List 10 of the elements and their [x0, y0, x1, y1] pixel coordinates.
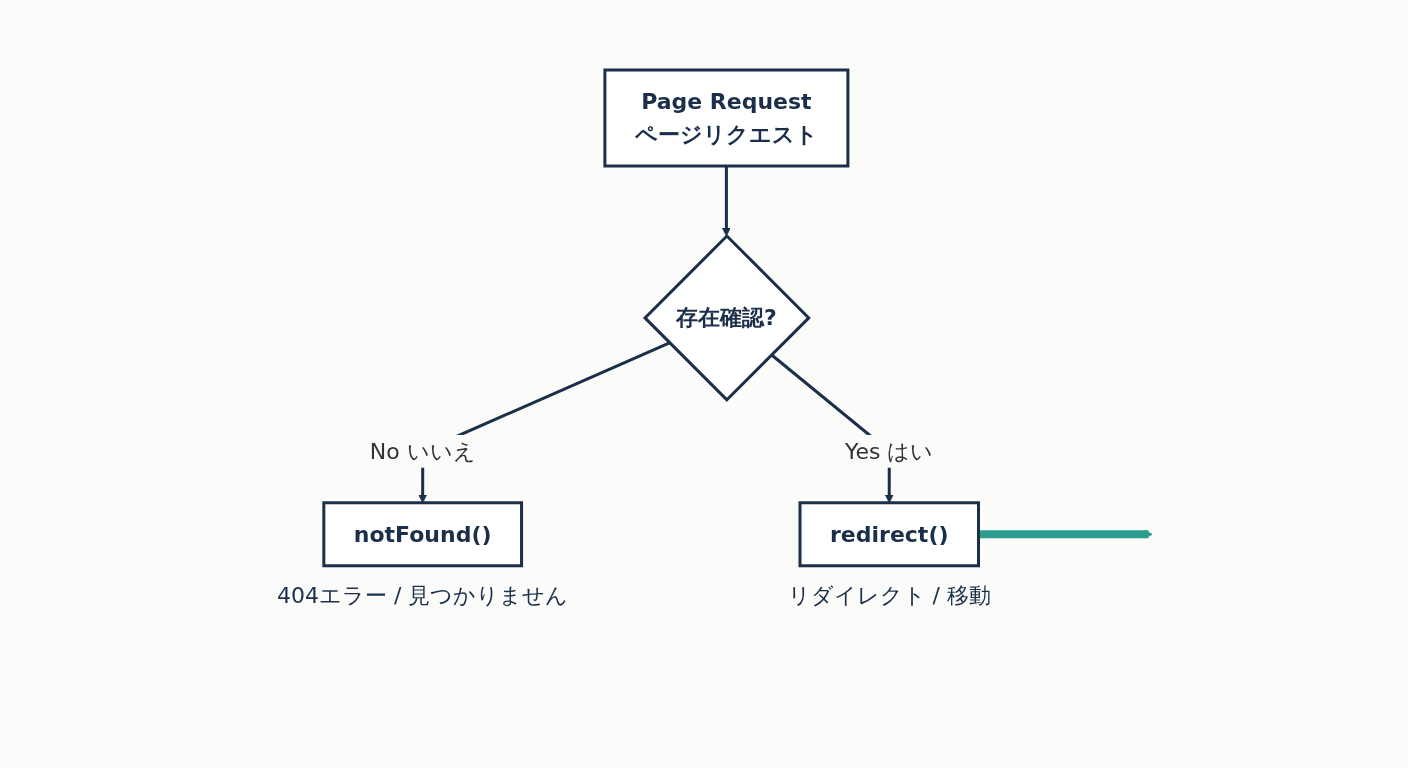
node-box: redirect()	[798, 500, 980, 567]
node-box: Page Request ページリクエスト	[603, 68, 849, 168]
edge-label: Yes はい	[844, 438, 934, 464]
node-box: notFound()	[321, 500, 523, 567]
node-label: 404エラー / 見つかりません	[276, 582, 568, 608]
node-diamond: 存在確認?	[642, 233, 811, 402]
node-label: リダイレクト / 移動	[787, 582, 991, 608]
arrow	[721, 165, 731, 236]
arrow	[978, 529, 1153, 539]
edge-label: No いいえ	[369, 438, 476, 464]
